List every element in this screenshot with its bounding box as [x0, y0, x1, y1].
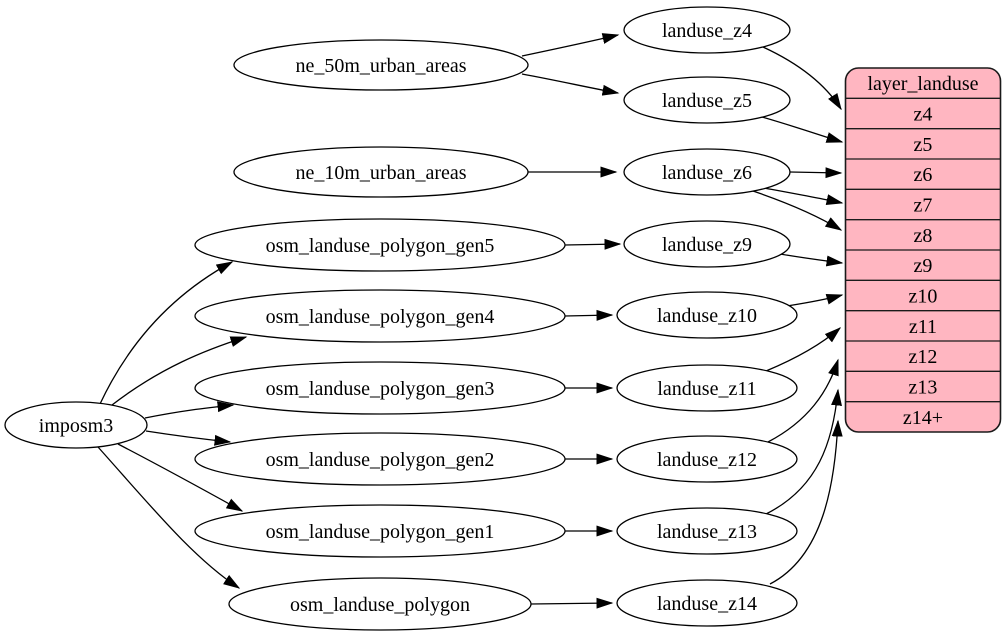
node-ellipse: [623, 148, 791, 196]
edge-ne-50m-urban-areas-to-landuse-z4: [521, 33, 620, 57]
node-landuse-z9: landuse_z9: [623, 220, 791, 268]
node-landuse-z10: landuse_z10: [616, 291, 798, 339]
node-label: landuse_z11: [657, 378, 756, 400]
node-landuse-z5: landuse_z5: [623, 76, 791, 124]
node-ellipse: [616, 507, 798, 555]
table-row-z10: z10: [909, 286, 938, 308]
node-label: osm_landuse_polygon_gen2: [266, 449, 495, 471]
node-landuse-z4: landuse_z4: [623, 6, 791, 54]
node-ellipse: [194, 289, 566, 343]
node-label: landuse_z10: [657, 305, 757, 327]
node-landuse-z12: landuse_z12: [616, 435, 798, 483]
node-ellipse: [194, 504, 566, 558]
table-row-z6: z6: [914, 164, 933, 186]
node-label: landuse_z4: [662, 20, 752, 42]
node-label: landuse_z13: [657, 521, 757, 543]
edge-landuse-z6-to-layer-row-z6: [789, 167, 843, 179]
node-osm-landuse-polygon-gen1: osm_landuse_polygon_gen1: [194, 504, 566, 558]
node-osm-landuse-polygon-gen2: osm_landuse_polygon_gen2: [194, 432, 566, 486]
node-ellipse: [194, 432, 566, 486]
edge-imposm3-to-osm-landuse-polygon-gen3: [144, 401, 235, 419]
node-label: osm_landuse_polygon_gen3: [266, 378, 495, 400]
node-ellipse: [228, 577, 532, 631]
edge-imposm3-to-osm-landuse-polygon-gen1: [117, 443, 244, 512]
edge-imposm3-to-osm-landuse-polygon-gen2: [145, 430, 232, 446]
node-layer-landuse-table: layer_landuse z4 z5 z6 z7 z8 z9 z10 z11 …: [844, 67, 1002, 433]
edge-imposm3-to-osm-landuse-polygon: [97, 446, 241, 589]
table-row-z11: z11: [909, 316, 937, 338]
edge-landuse-z11-to-layer-row-z11: [765, 327, 842, 372]
node-landuse-z6: landuse_z6: [623, 148, 791, 196]
node-label: landuse_z14: [657, 593, 757, 615]
edge-ne-50m-urban-areas-to-landuse-z5: [521, 73, 620, 96]
node-label: osm_landuse_polygon: [290, 594, 470, 616]
edge-landuse-z14-to-layer-row-z14plus: [769, 419, 843, 585]
node-imposm3: imposm3: [4, 401, 148, 449]
edge-osm-landuse-polygon-to-landuse-z14: [530, 597, 614, 609]
node-ellipse: [616, 579, 798, 627]
node-landuse-z11: landuse_z11: [616, 364, 798, 412]
node-ellipse: [233, 39, 529, 91]
edges-layer: [97, 33, 844, 609]
node-label: osm_landuse_polygon_gen4: [266, 306, 495, 328]
node-ellipse: [194, 218, 566, 272]
node-ellipse: [616, 435, 798, 483]
node-ellipse: [233, 146, 529, 198]
table-row-z4: z4: [914, 104, 933, 126]
edge-landuse-z6-to-layer-row-z8: [752, 190, 843, 231]
node-osm-landuse-polygon-gen3: osm_landuse_polygon_gen3: [194, 361, 566, 415]
edge-imposm3-to-osm-landuse-polygon-gen5: [99, 261, 234, 405]
node-landuse-z13: landuse_z13: [616, 507, 798, 555]
edge-landuse-z6-to-layer-row-z7: [763, 187, 844, 206]
node-ellipse: [194, 361, 566, 415]
node-label: landuse_z9: [662, 234, 752, 256]
node-label: landuse_z6: [662, 162, 752, 184]
node-osm-landuse-polygon-gen4: osm_landuse_polygon_gen4: [194, 289, 566, 343]
table-row-z9: z9: [914, 255, 933, 277]
node-ellipse: [616, 364, 798, 412]
node-ellipse: [623, 6, 791, 54]
node-osm-landuse-polygon: osm_landuse_polygon: [228, 577, 532, 631]
edge-landuse-z13-to-layer-row-z13: [765, 388, 842, 515]
table-row-z8: z8: [914, 225, 933, 247]
edge-landuse-z5-to-layer-row-z5: [761, 116, 844, 143]
table-row-z5: z5: [914, 134, 933, 156]
table-row-z12: z12: [909, 346, 938, 368]
node-label: ne_10m_urban_areas: [295, 162, 466, 184]
node-label: landuse_z12: [657, 449, 757, 471]
node-label: osm_landuse_polygon_gen1: [266, 521, 495, 543]
node-ellipse: [616, 291, 798, 339]
edge-landuse-z10-to-layer-row-z10: [786, 293, 844, 307]
edge-imposm3-to-osm-landuse-polygon-gen4: [111, 336, 248, 406]
table-title: layer_landuse: [867, 73, 978, 95]
edge-osm-landuse-polygon-gen4-to-landuse-z10: [564, 309, 614, 321]
table-row-z14plus: z14+: [903, 407, 943, 429]
node-label: imposm3: [39, 415, 113, 437]
node-osm-landuse-polygon-gen5: osm_landuse_polygon_gen5: [194, 218, 566, 272]
node-label: ne_50m_urban_areas: [295, 55, 466, 77]
node-ellipse: [623, 220, 791, 268]
table-row-z7: z7: [914, 195, 933, 217]
node-landuse-z14: landuse_z14: [616, 579, 798, 627]
edge-osm-landuse-polygon-gen5-to-landuse-z9: [564, 238, 622, 250]
node-ellipse: [4, 401, 148, 449]
edge-landuse-z12-to-layer-row-z12: [767, 358, 839, 443]
node-label: osm_landuse_polygon_gen5: [266, 235, 495, 257]
table-row-z13: z13: [909, 377, 938, 399]
node-ne-50m-urban-areas: ne_50m_urban_areas: [233, 39, 529, 91]
node-label: landuse_z5: [662, 90, 752, 112]
node-ne-10m-urban-areas: ne_10m_urban_areas: [233, 146, 529, 198]
edge-landuse-z4-to-layer-row-z4: [762, 46, 842, 111]
edge-landuse-z9-to-layer-row-z9: [779, 253, 844, 267]
node-ellipse: [623, 76, 791, 124]
